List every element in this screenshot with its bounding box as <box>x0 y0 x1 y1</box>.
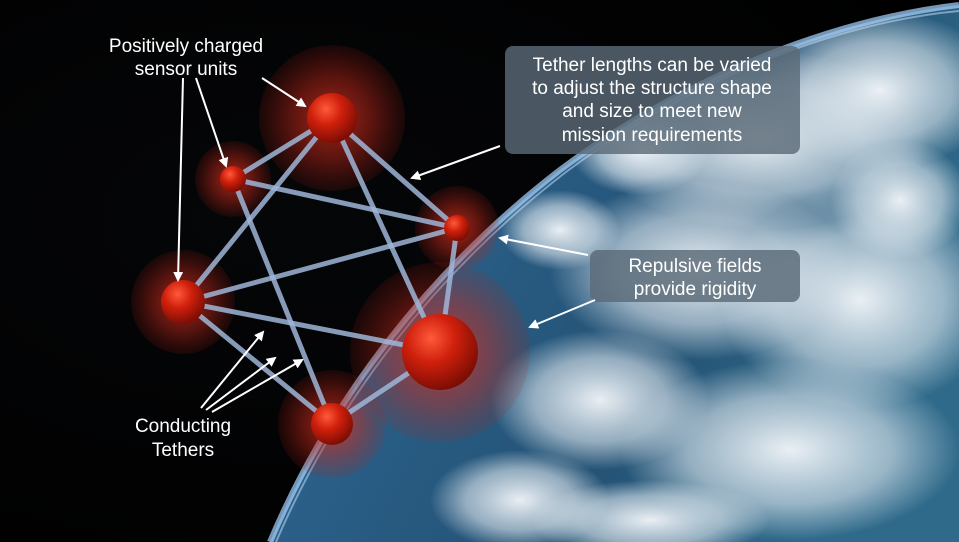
tether <box>230 176 460 231</box>
tether <box>329 115 443 355</box>
earth-clouds <box>430 10 959 542</box>
label-sensor-units-line2: sensor units <box>135 59 237 80</box>
sensor-unit <box>311 403 353 445</box>
arrow <box>261 77 307 108</box>
label-tether-lengths-line1: Tether lengths can be varied <box>533 55 772 76</box>
callout-box-repulsive <box>590 250 800 302</box>
tether <box>329 115 460 231</box>
label-repulsive-line1: Repulsive fields <box>628 256 761 277</box>
tether <box>180 299 443 355</box>
label-tether-lengths-line3: and size to meet new <box>562 101 742 122</box>
arrow <box>195 77 229 168</box>
sensor-unit <box>307 93 357 143</box>
sensor-unit <box>402 314 478 390</box>
label-repulsive-line2: provide rigidity <box>634 279 757 300</box>
label-tethers-line2: Tethers <box>152 440 214 461</box>
arrow <box>200 330 265 409</box>
sensor-unit <box>444 215 470 241</box>
arrow <box>498 234 589 256</box>
arrow <box>410 145 501 180</box>
sensor-unit <box>161 280 205 324</box>
label-tethers-line1: Conducting <box>135 416 231 437</box>
callout-box-tether-lengths <box>505 46 800 154</box>
sensor-unit <box>220 166 246 192</box>
label-sensor-units-line1: Positively charged <box>109 36 263 57</box>
arrow <box>211 358 304 413</box>
label-tether-lengths-line4: mission requirements <box>562 125 743 146</box>
sensor-units <box>161 93 478 445</box>
tether <box>180 115 335 305</box>
tether <box>180 299 335 427</box>
callout-arrows <box>173 77 596 413</box>
arrow <box>528 299 596 329</box>
arrow <box>205 356 277 411</box>
label-tether-lengths-line2: to adjust the structure shape <box>532 78 772 99</box>
arrow <box>173 77 184 282</box>
tether <box>230 176 335 427</box>
tether <box>180 225 460 305</box>
